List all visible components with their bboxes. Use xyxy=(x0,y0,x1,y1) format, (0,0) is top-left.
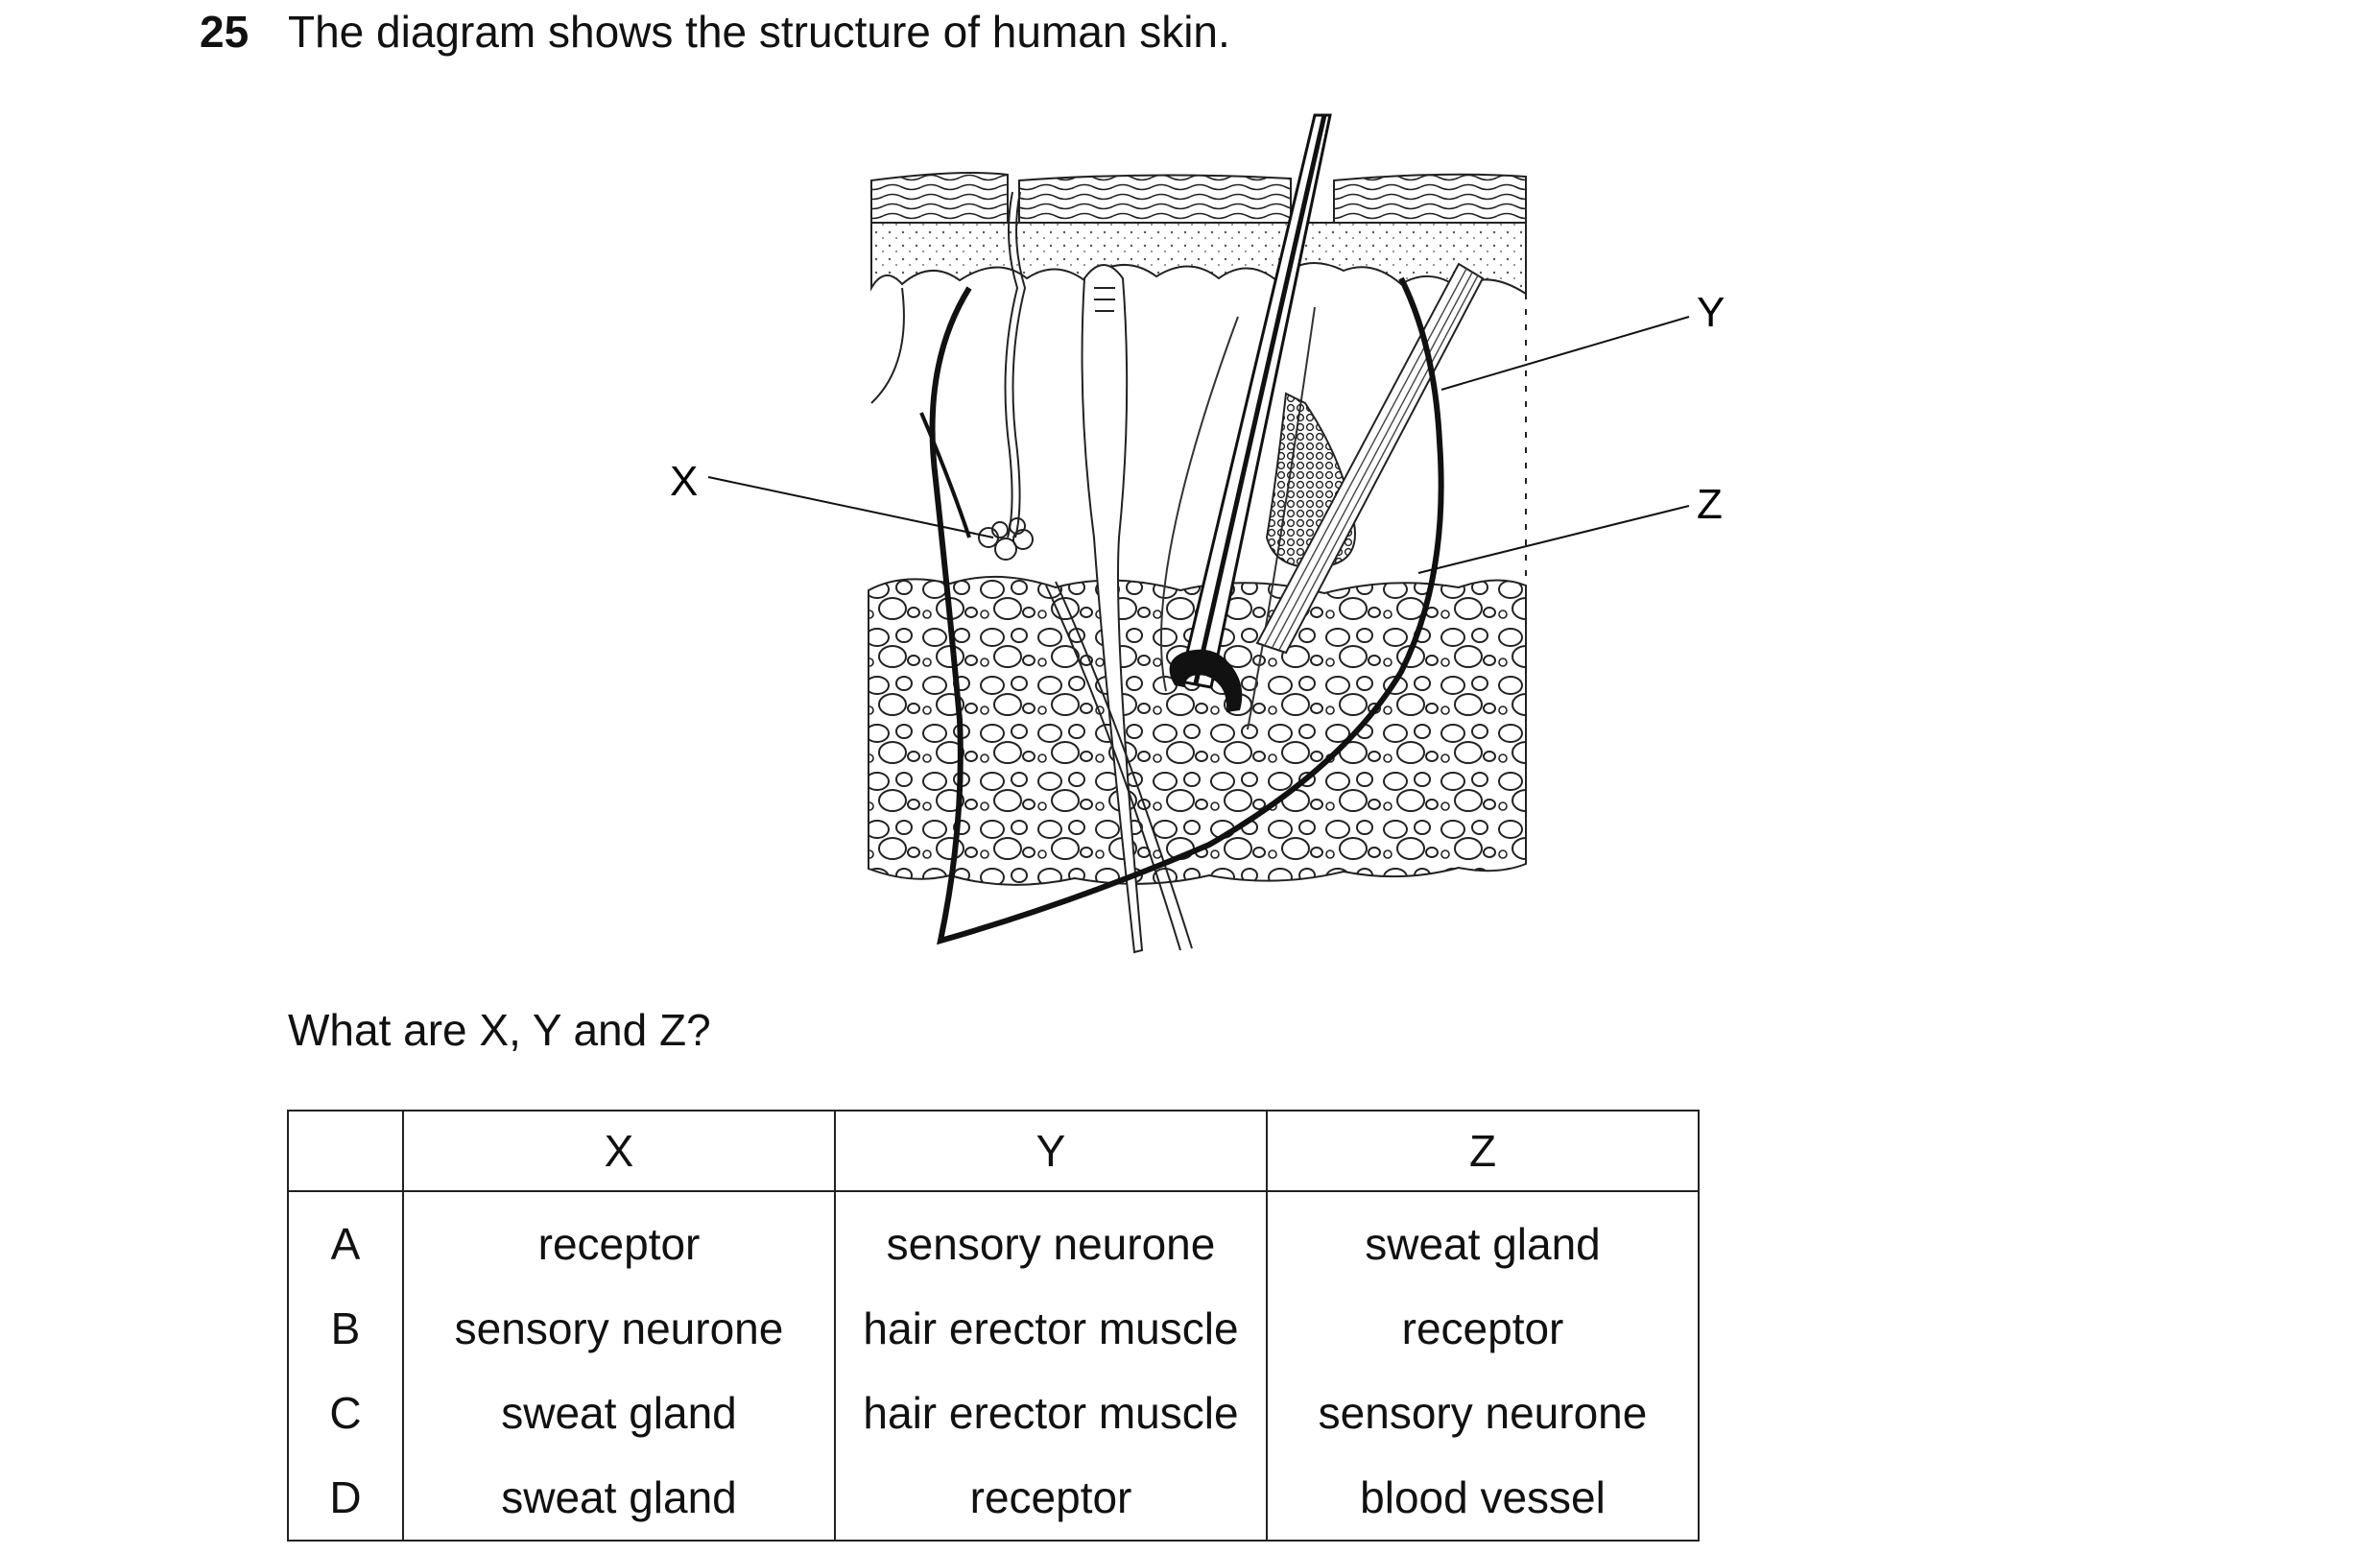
cell-y: sensory neurone xyxy=(834,1191,1268,1286)
cell-x: sweat gland xyxy=(402,1371,836,1455)
cell-z: sensory neurone xyxy=(1266,1371,1700,1455)
answer-table: X Y Z A receptor sensory neurone sweat g… xyxy=(287,1110,1700,1542)
cell-x: receptor xyxy=(402,1191,836,1286)
hair-erector-muscle xyxy=(1255,262,1485,655)
header-cell xyxy=(287,1111,404,1192)
option-letter[interactable]: B xyxy=(287,1286,404,1371)
header-cell-y: Y xyxy=(834,1111,1268,1192)
cell-z: receptor xyxy=(1266,1286,1700,1371)
hair xyxy=(1160,113,1332,730)
header-cell-z: Z xyxy=(1266,1111,1700,1192)
table-row[interactable]: C sweat gland hair erector muscle sensor… xyxy=(287,1371,1700,1455)
table-row[interactable]: A receptor sensory neurone sweat gland xyxy=(287,1191,1700,1286)
table-row[interactable]: D sweat gland receptor blood vessel xyxy=(287,1455,1700,1541)
question-number: 25 xyxy=(200,7,250,57)
epidermis xyxy=(870,172,1527,296)
skin-structure-diagram: X Y Z xyxy=(670,113,1725,954)
fat-layer xyxy=(868,575,1527,886)
label-z: Z xyxy=(1697,481,1723,528)
sweat-gland xyxy=(978,191,1034,561)
receptor xyxy=(1081,264,1144,954)
cell-y: hair erector muscle xyxy=(834,1371,1268,1455)
label-y: Y xyxy=(1697,289,1725,336)
table-row[interactable]: B sensory neurone hair erector muscle re… xyxy=(287,1286,1700,1371)
cell-z: sweat gland xyxy=(1266,1191,1700,1286)
question-prompt: What are X, Y and Z? xyxy=(288,1005,711,1055)
cell-z: blood vessel xyxy=(1266,1455,1700,1541)
label-x: X xyxy=(670,458,698,505)
cell-y: hair erector muscle xyxy=(834,1286,1268,1371)
cell-y: receptor xyxy=(834,1455,1268,1541)
cell-x: sensory neurone xyxy=(402,1286,836,1371)
label-lines xyxy=(707,316,1690,574)
blood-vessel xyxy=(929,276,1444,945)
question-text: The diagram shows the structure of human… xyxy=(288,7,1230,57)
option-letter[interactable]: D xyxy=(287,1455,404,1541)
option-letter[interactable]: A xyxy=(287,1191,404,1286)
header-cell-x: X xyxy=(402,1111,836,1192)
cell-x: sweat gland xyxy=(402,1455,836,1541)
table-header-row: X Y Z xyxy=(287,1111,1700,1192)
option-letter[interactable]: C xyxy=(287,1371,404,1455)
